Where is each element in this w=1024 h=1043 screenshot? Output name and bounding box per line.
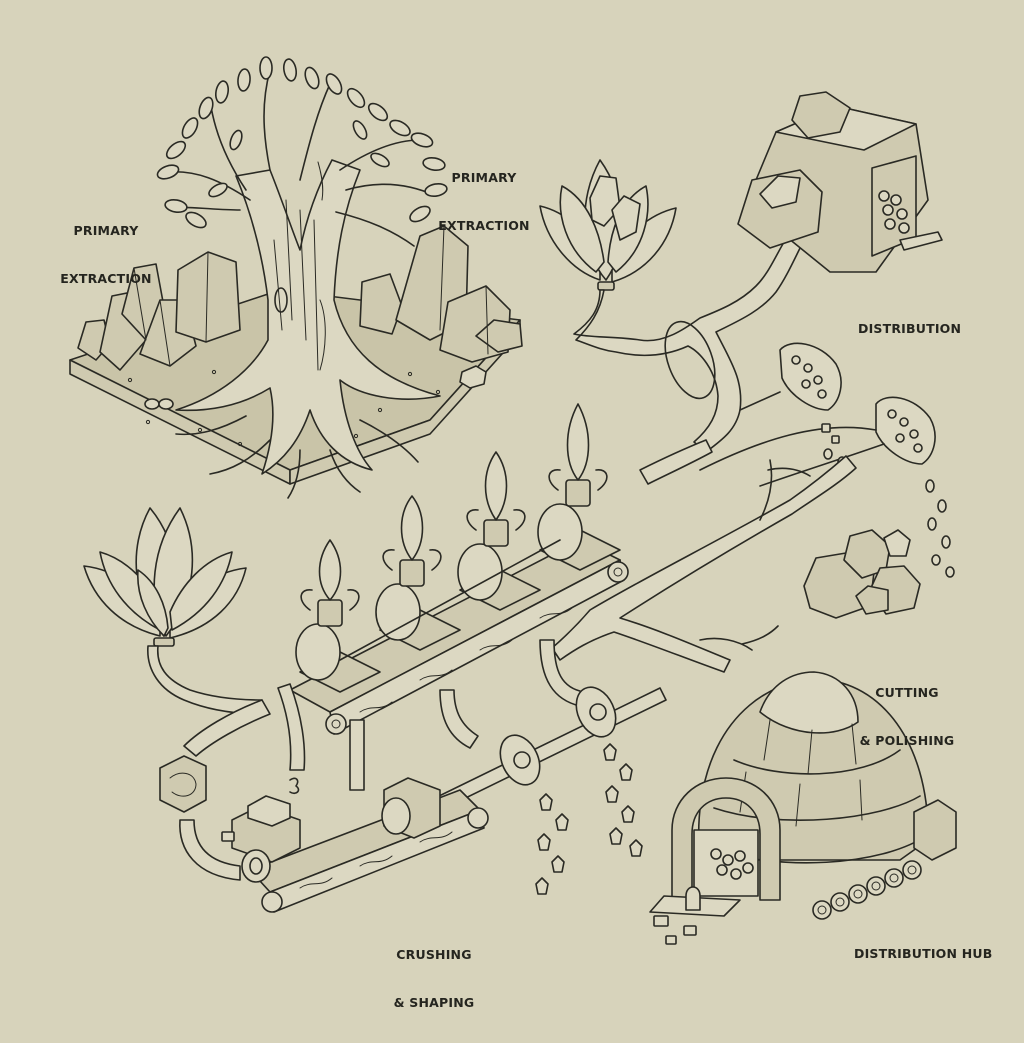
polished-stone-pile — [803, 529, 921, 619]
falling-gems — [535, 743, 643, 895]
label-distribution-hub: DISTRIBUTION HUB — [854, 946, 993, 961]
warehouse-illustration — [737, 91, 943, 273]
main-branch — [551, 439, 857, 673]
distribution-hub-illustration — [649, 671, 957, 945]
tree-plateau-illustration — [69, 56, 523, 499]
top-lotus-illustration — [539, 159, 805, 453]
label-primary-extraction-left: PRIMARY EXTRACTION — [60, 223, 152, 286]
label-cutting-polishing: CUTTING & POLISHING — [859, 685, 955, 748]
label-crushing-shaping: CRUSHING & SHAPING — [393, 947, 475, 1010]
upper-conveyor-illustration — [289, 403, 629, 735]
lower-crusher-illustration — [159, 639, 667, 913]
label-distribution: DISTRIBUTION — [858, 321, 962, 336]
label-primary-extraction-right: PRIMARY EXTRACTION — [438, 170, 530, 233]
left-lotus-illustration — [83, 507, 263, 715]
seed-pods-illustration — [699, 342, 955, 578]
